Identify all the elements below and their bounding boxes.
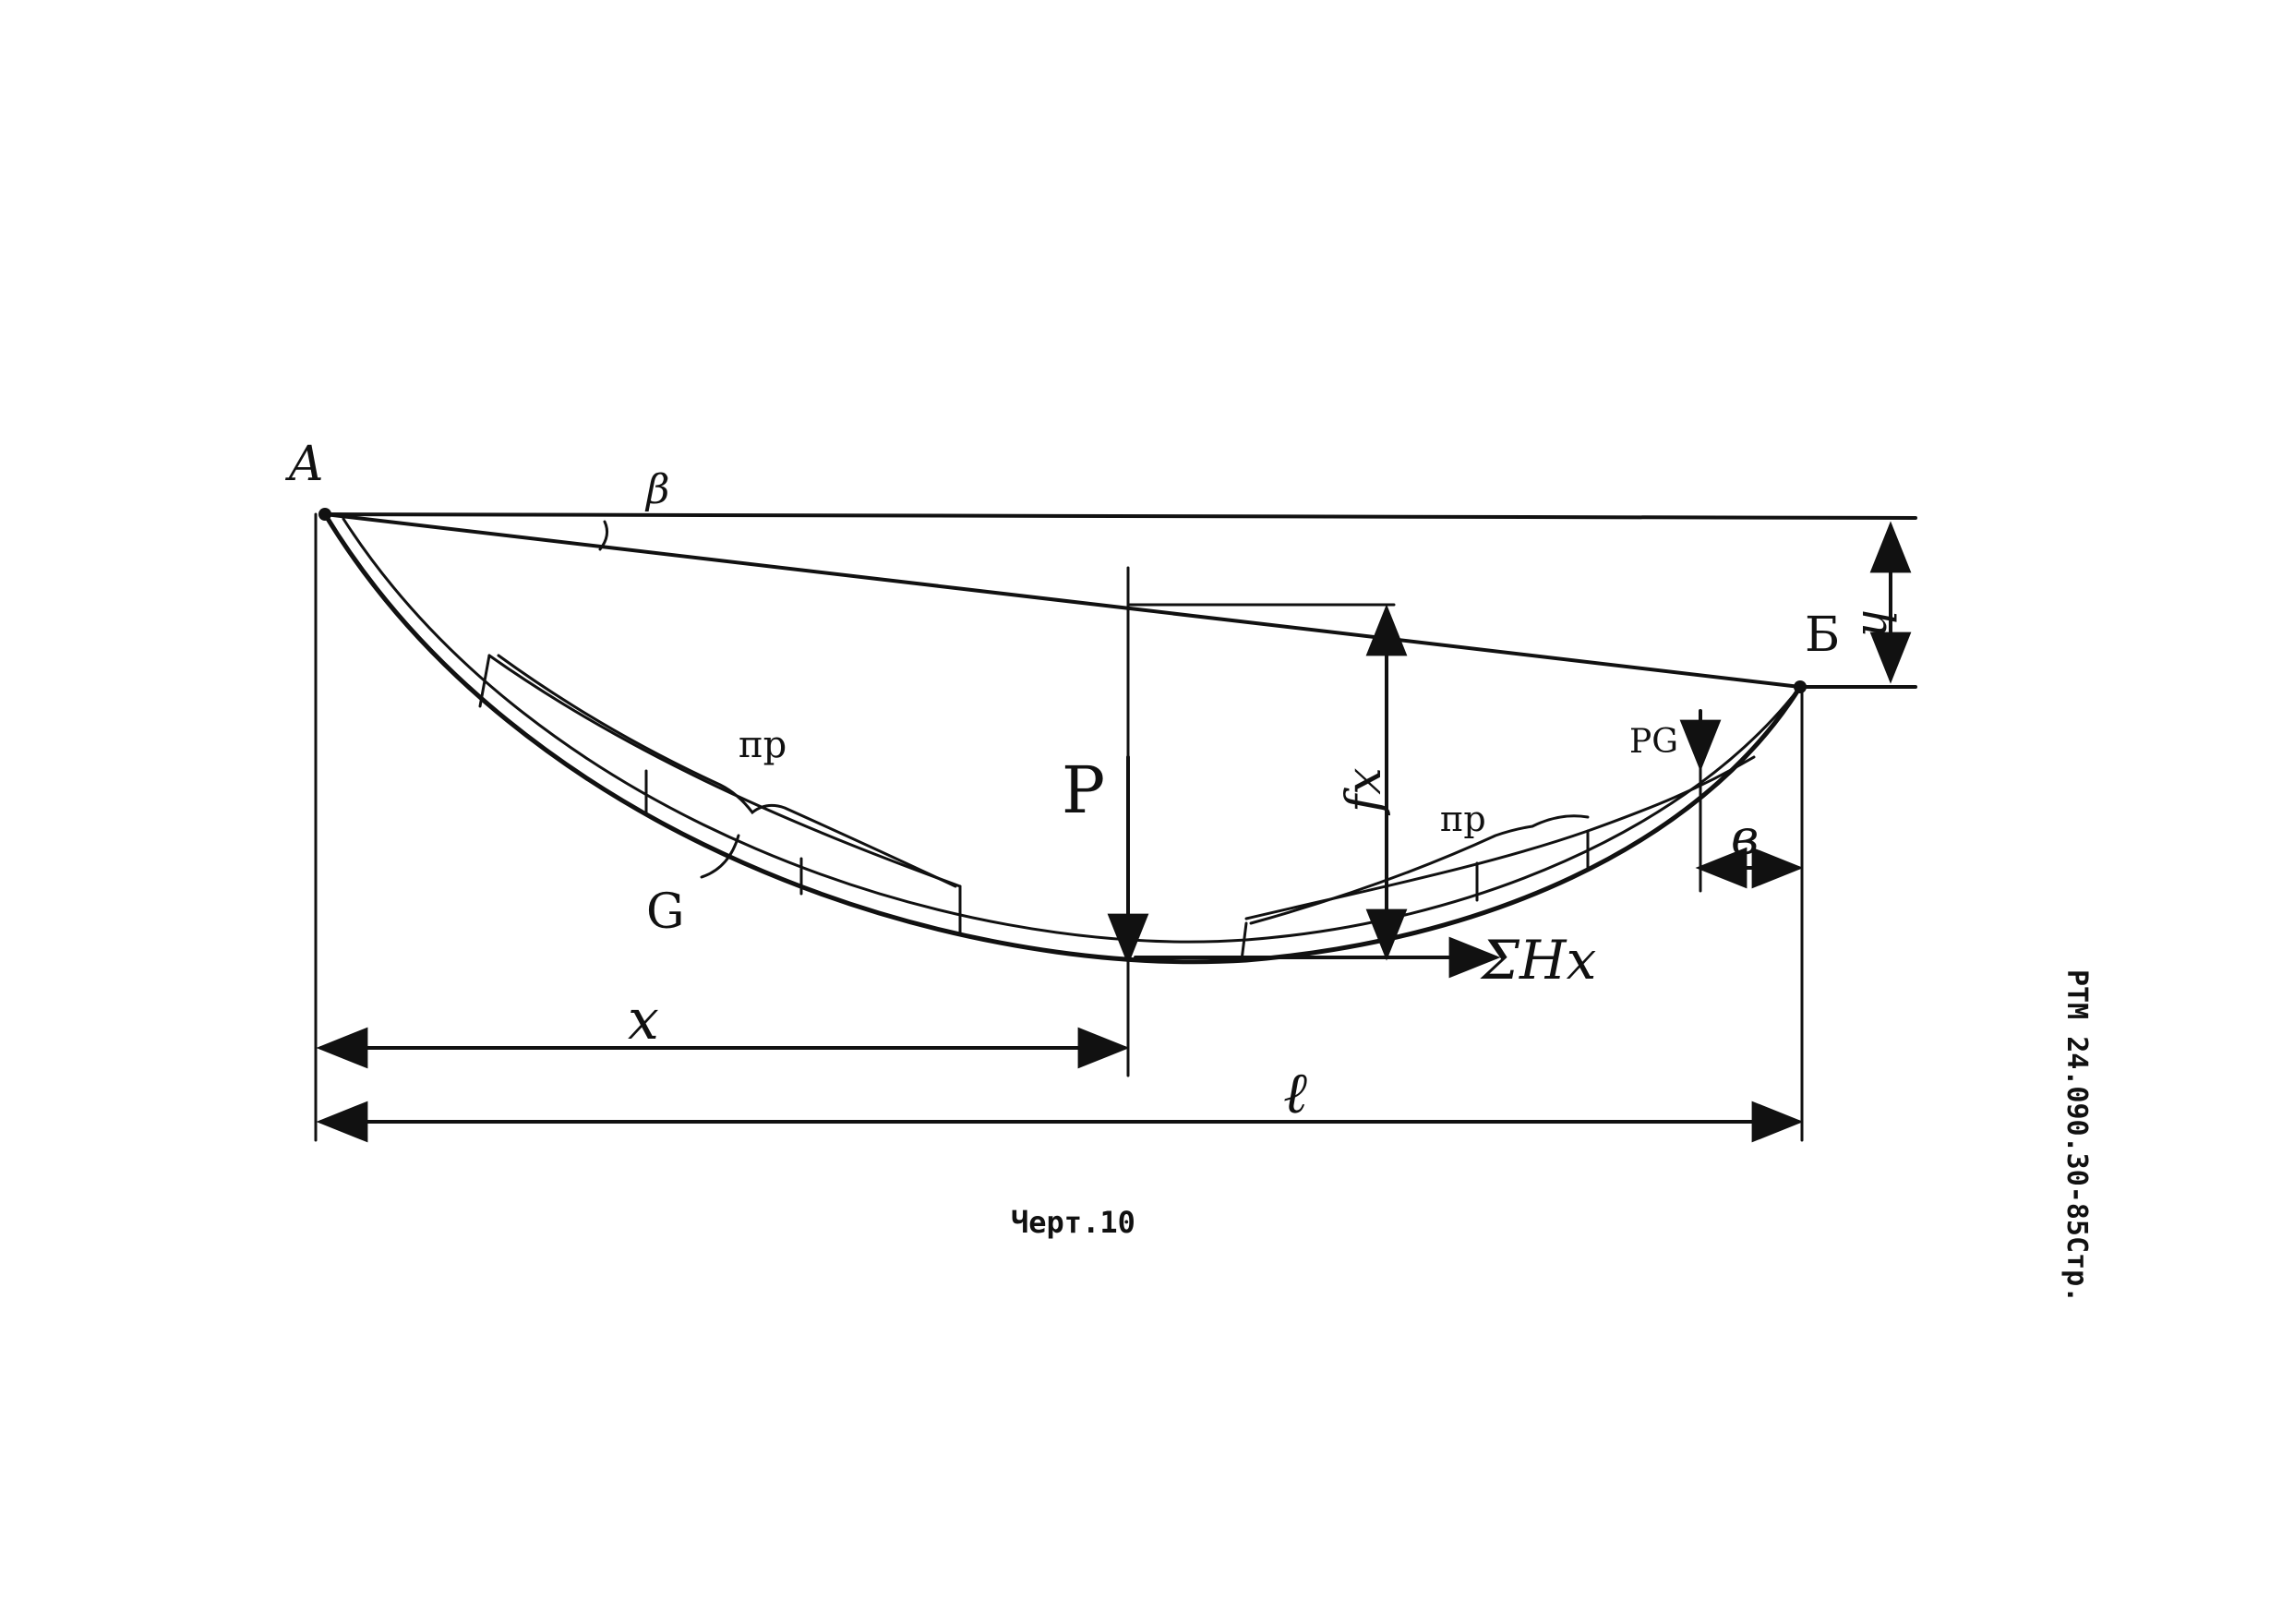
figure-caption: Черт.10 xyxy=(1011,1205,1135,1240)
left-rail-segment xyxy=(487,654,962,888)
rail-upper-label: пр xyxy=(739,724,787,766)
angle-label: β xyxy=(644,466,669,513)
right-rail-brace xyxy=(1249,814,1590,925)
sag-label: fx xyxy=(1337,767,1392,816)
offset-label: в xyxy=(1731,811,1759,866)
point-a-marker xyxy=(318,508,331,521)
span-label: ℓ xyxy=(1283,1059,1307,1126)
load-label: P xyxy=(1062,752,1105,828)
rail-lower-label: пр xyxy=(1440,799,1486,839)
horizontal-force-label: ΣHx xyxy=(1480,929,1596,992)
horizontal-reference-line xyxy=(323,512,1917,520)
cable-inner-line xyxy=(342,517,1802,944)
weight-label: G xyxy=(646,884,685,940)
point-b-label: Б xyxy=(1805,607,1840,663)
weight-leader xyxy=(700,834,740,879)
left-rail-brace xyxy=(497,654,957,888)
chord-line xyxy=(323,512,1802,689)
position-label: x xyxy=(628,988,659,1053)
right-rail-segment xyxy=(1244,755,1756,920)
point-a-label: А xyxy=(284,437,324,492)
cable-curve xyxy=(322,511,1803,965)
height-label: h xyxy=(1852,609,1904,638)
point-b-marker xyxy=(1794,680,1807,693)
side-stamp: РТМ 24.090.30-85Стр. xyxy=(2060,969,2093,1303)
end-load-label: PG xyxy=(1629,723,1678,761)
angle-arc xyxy=(598,520,609,551)
